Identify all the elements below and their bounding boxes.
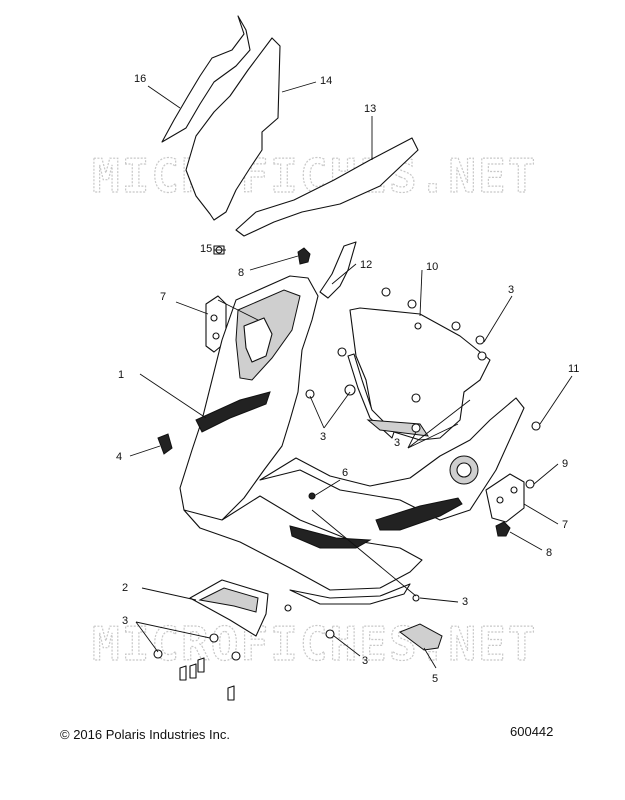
- callout-8-top: 8: [238, 267, 244, 279]
- callout-4: 4: [116, 451, 122, 463]
- part-12-strip[interactable]: [319, 241, 357, 299]
- callout-8-right: 8: [546, 547, 552, 559]
- watermark-bottom: MICROFICHES.NET: [92, 617, 537, 671]
- callout-labels: 16 14 13 12 15 8 10 3 7 1 11 3 3 4 9 6 7…: [116, 73, 579, 685]
- leader-lines: [129, 81, 573, 669]
- callout-1: 1: [118, 369, 124, 381]
- part-3-fasteners[interactable]: [153, 287, 487, 701]
- callout-3-mid: 3: [320, 431, 326, 443]
- callout-3-lower-left: 3: [122, 615, 128, 627]
- callout-7-left: 7: [160, 291, 166, 303]
- part-10-panel[interactable]: [347, 307, 491, 441]
- callout-11: 11: [568, 363, 579, 375]
- copyright-text: © 2016 Polaris Industries Inc.: [60, 727, 230, 742]
- part-11-fastener[interactable]: [531, 421, 541, 431]
- part-7-bracket-right[interactable]: [485, 473, 525, 523]
- part-8-clip-right[interactable]: [495, 521, 511, 537]
- callout-2: 2: [122, 582, 128, 594]
- callout-3-lower-right: 3: [462, 596, 468, 608]
- callout-12: 12: [360, 259, 372, 271]
- part-6-pin[interactable]: [308, 492, 316, 500]
- part-14-side-panel[interactable]: [185, 37, 281, 221]
- callout-3-panel: 3: [394, 437, 400, 449]
- callout-3-lower-mid: 3: [362, 655, 368, 667]
- callout-10: 10: [426, 261, 438, 273]
- callout-6: 6: [342, 467, 348, 479]
- part-8-clip-top[interactable]: [297, 247, 311, 265]
- callout-9: 9: [562, 458, 568, 470]
- callout-13: 13: [364, 103, 376, 115]
- callout-14: 14: [320, 75, 332, 87]
- part-16-trim-strip[interactable]: [161, 15, 251, 143]
- callout-16: 16: [134, 73, 146, 85]
- callout-5: 5: [432, 673, 438, 685]
- part-9-fastener[interactable]: [525, 479, 535, 489]
- callout-3-right-top: 3: [508, 284, 514, 296]
- part-1-front-body[interactable]: [179, 275, 525, 605]
- diagram-number: 600442: [510, 724, 554, 739]
- part-13-lower-panel[interactable]: [235, 137, 419, 237]
- part-4-bracket[interactable]: [157, 433, 173, 455]
- part-2-skid-plate[interactable]: [189, 579, 269, 637]
- callout-15: 15: [200, 243, 212, 255]
- part-5-small-skid[interactable]: [398, 623, 443, 651]
- callout-7-right: 7: [562, 519, 568, 531]
